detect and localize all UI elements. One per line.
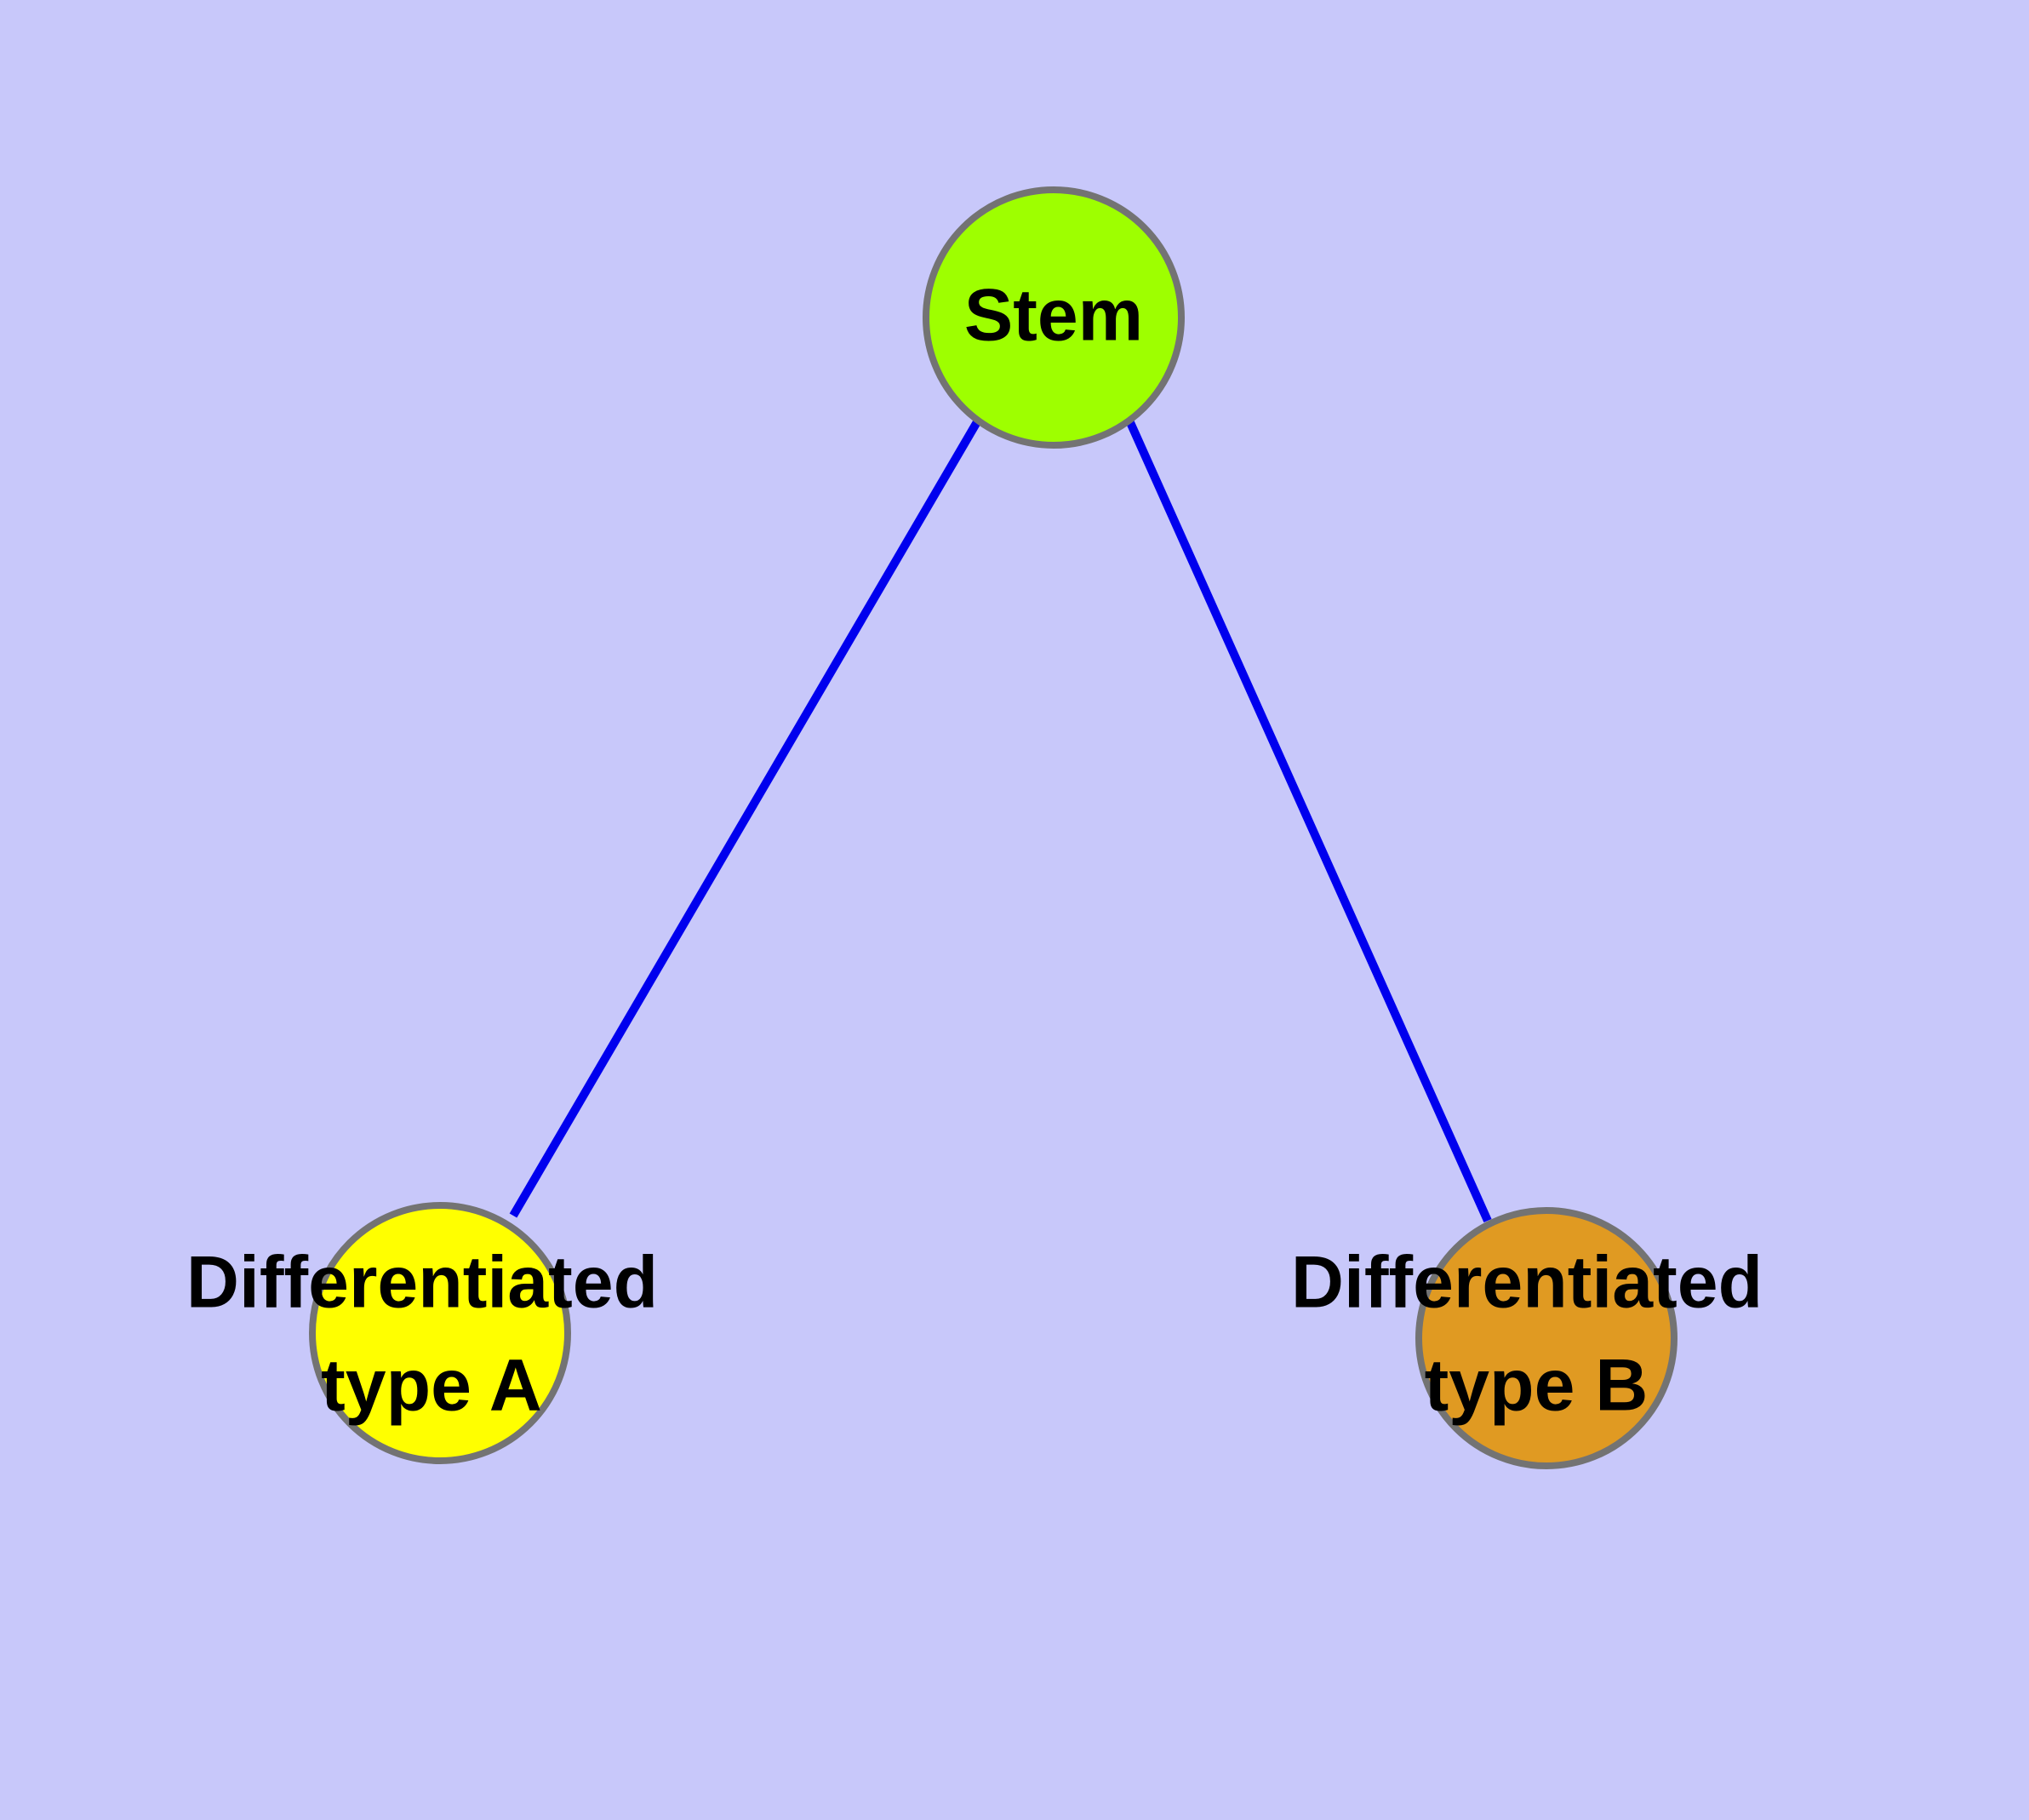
node-type-a-circle[interactable] bbox=[309, 1202, 571, 1464]
edges-layer bbox=[509, 418, 1492, 1223]
labels-layer: Stem Differentiated type A Differentiate… bbox=[186, 275, 1763, 1427]
edge-stem-to-type-b[interactable] bbox=[1125, 418, 1492, 1223]
node-type-b[interactable] bbox=[1415, 1207, 1677, 1469]
node-type-a[interactable] bbox=[309, 1202, 571, 1464]
node-stem-circle[interactable] bbox=[923, 186, 1185, 449]
node-stem-label: Stem bbox=[964, 275, 1143, 357]
edge-stem-to-type-a[interactable] bbox=[509, 418, 982, 1218]
node-type-a-label-line1: Differentiated bbox=[186, 1242, 658, 1324]
node-type-a-label-line2: type A bbox=[321, 1345, 542, 1427]
node-type-b-circle[interactable] bbox=[1415, 1207, 1677, 1469]
node-type-b-label-line2: type B bbox=[1425, 1345, 1649, 1427]
node-type-b-label-line1: Differentiated bbox=[1291, 1242, 1763, 1324]
node-stem[interactable] bbox=[923, 186, 1185, 449]
